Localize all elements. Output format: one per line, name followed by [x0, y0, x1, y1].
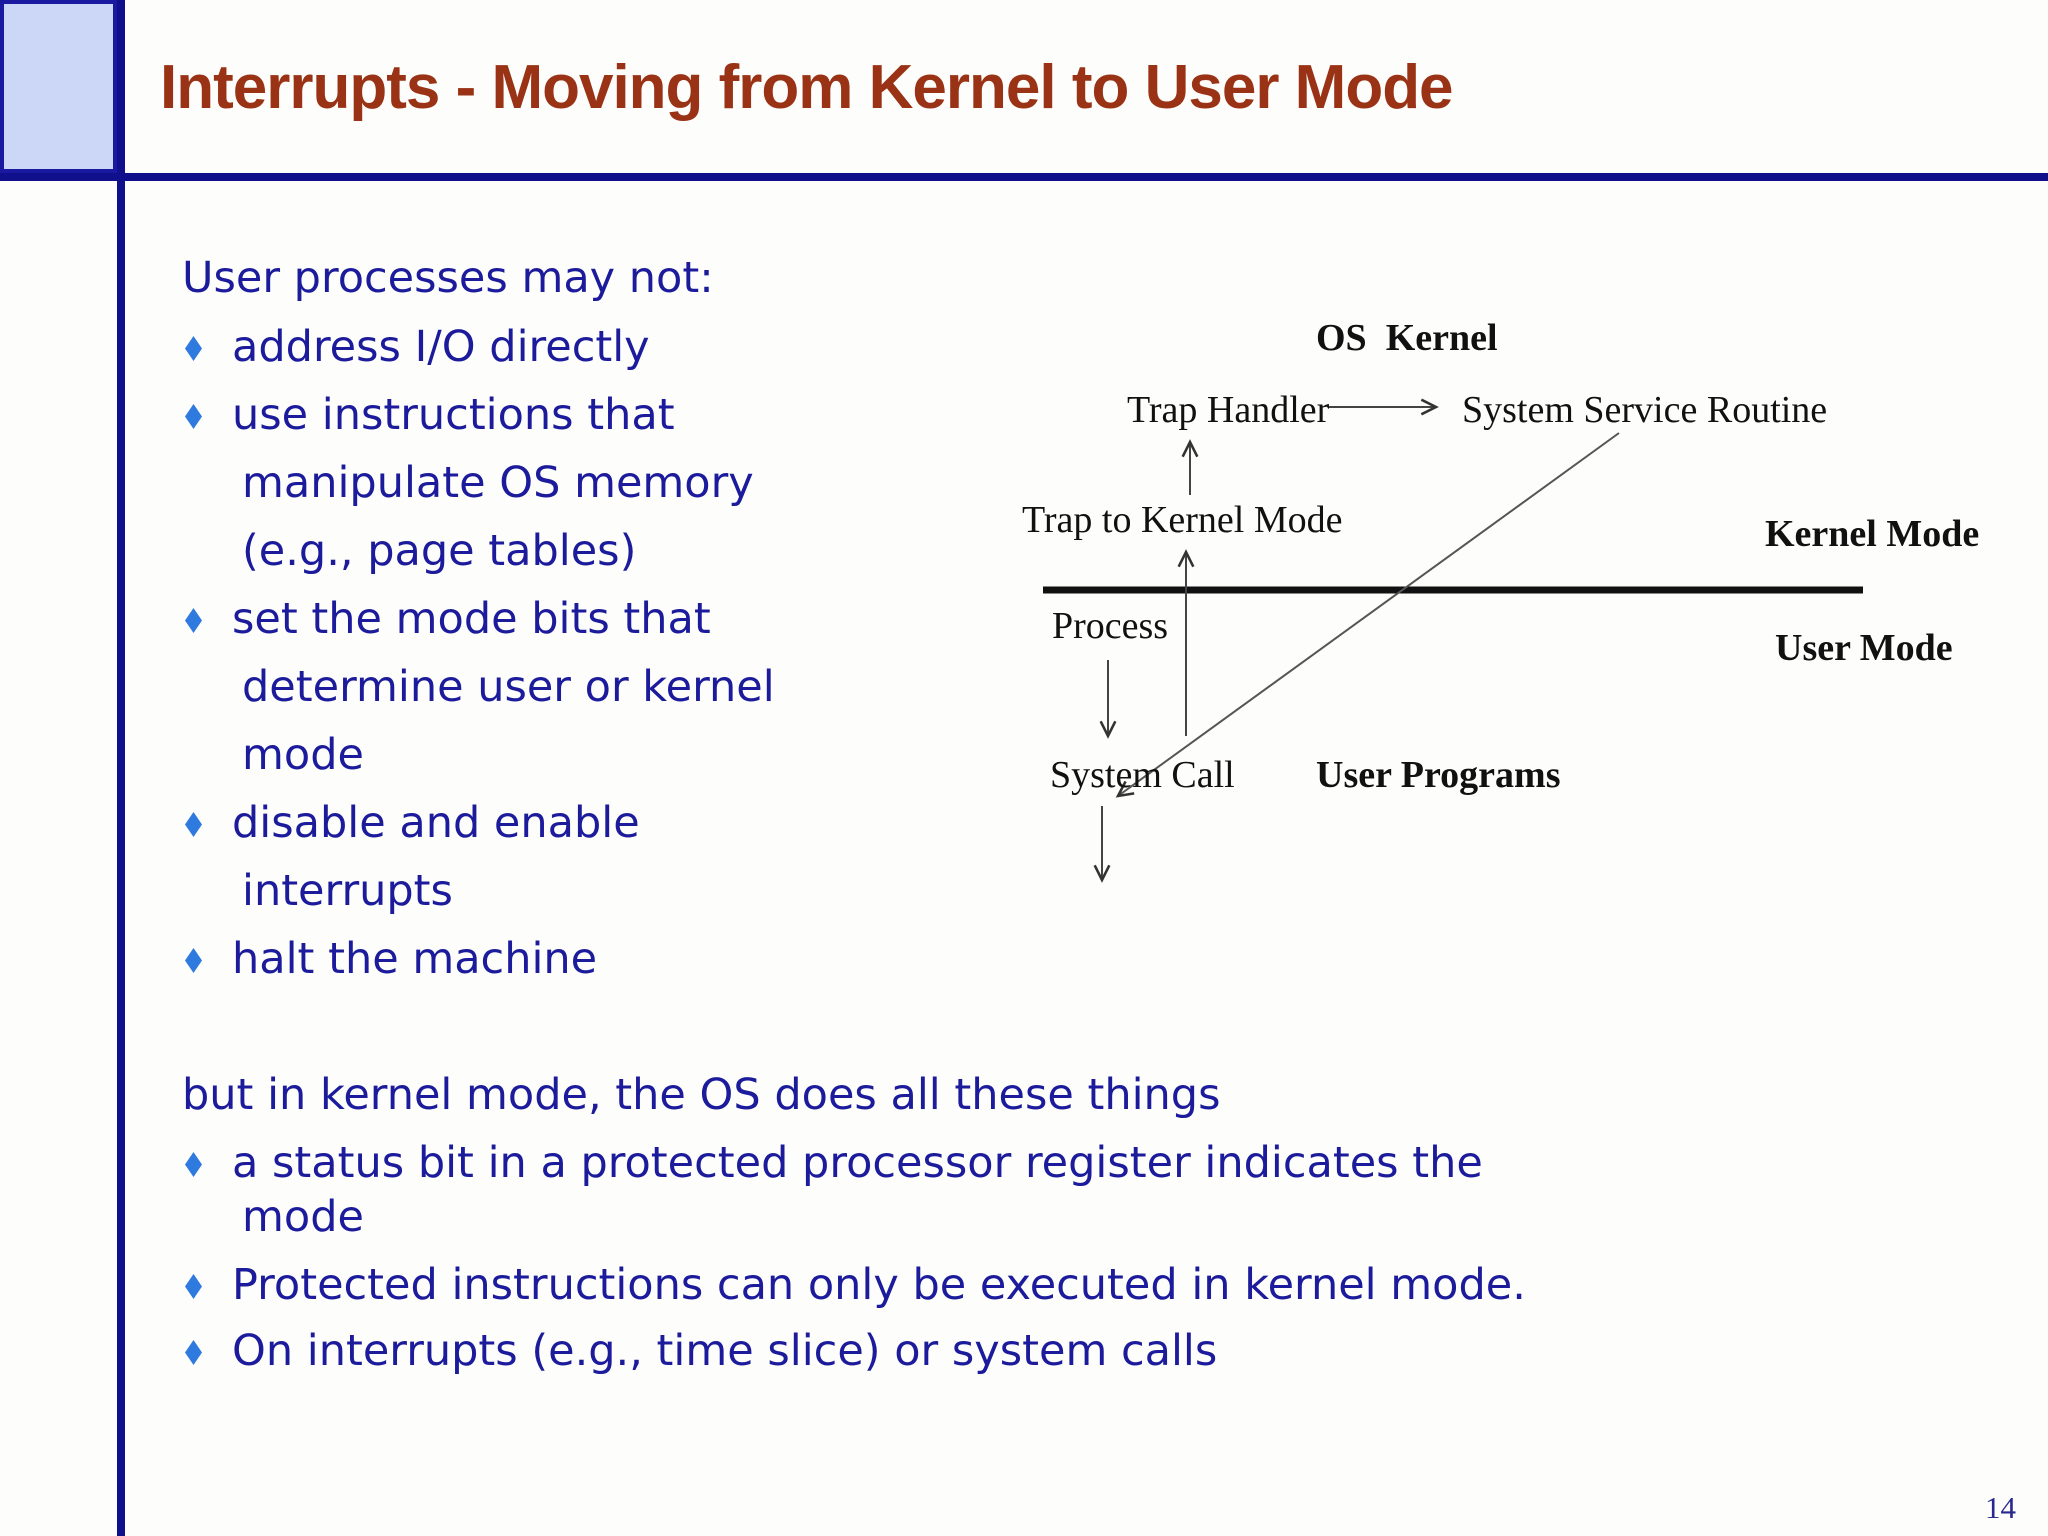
label-user-mode: User Mode: [1775, 627, 1953, 669]
body-line-bullet: address I/O directly: [232, 322, 650, 372]
label-user-programs: User Programs: [1316, 754, 1560, 796]
bullet-diamond-icon: [185, 608, 202, 633]
body-line-continuation: interrupts: [242, 866, 453, 916]
page-number: 14: [1985, 1490, 2016, 1525]
bullet-diamond-icon: [185, 1274, 202, 1299]
body-line-bullet: disable and enable: [232, 798, 640, 848]
label-kernel-mode: Kernel Mode: [1765, 513, 1979, 555]
bullet-diamond-icon: [185, 1152, 202, 1177]
body-line-intro: but in kernel mode, the OS does all thes…: [182, 1070, 1221, 1120]
body-line-bullet: Protected instructions can only be execu…: [232, 1260, 1526, 1310]
label-process: Process: [1052, 605, 1168, 647]
bullet-diamond-icon: [185, 812, 202, 837]
bullet-diamond-icon: [185, 948, 202, 973]
label-trap-to-kernel-mode: Trap to Kernel Mode: [1022, 499, 1343, 541]
title-underline: [0, 173, 2048, 181]
body-line-bullet: set the mode bits that: [232, 594, 711, 644]
body-line-bullet: On interrupts (e.g., time slice) or syst…: [232, 1326, 1218, 1376]
label-system-service-routine: System Service Routine: [1462, 389, 1827, 431]
slide-title: Interrupts - Moving from Kernel to User …: [160, 53, 1454, 122]
label-system-call: System Call: [1050, 754, 1235, 796]
corner-square-decoration: [0, 0, 117, 173]
left-border-line: [117, 0, 125, 1536]
bullet-diamond-icon: [185, 1340, 202, 1365]
body-line-intro: User processes may not:: [182, 253, 714, 303]
bullet-diamond-icon: [185, 404, 202, 429]
body-line-bullet: use instructions that: [232, 390, 675, 440]
body-line-bullet: halt the machine: [232, 934, 598, 984]
body-line-continuation: mode: [242, 730, 364, 780]
body-line-continuation: manipulate OS memory: [242, 458, 754, 508]
body-line-continuation: (e.g., page tables): [242, 526, 637, 576]
body-line-continuation: mode: [242, 1192, 364, 1242]
label-trap-handler: Trap Handler: [1127, 389, 1330, 431]
arrow-ssr-to-systemcall: [1115, 432, 1620, 798]
label-os-kernel: OS Kernel: [1316, 317, 1498, 359]
bullet-diamond-icon: [185, 336, 202, 361]
body-line-bullet: a status bit in a protected processor re…: [232, 1138, 1483, 1188]
body-line-continuation: determine user or kernel: [242, 662, 775, 712]
